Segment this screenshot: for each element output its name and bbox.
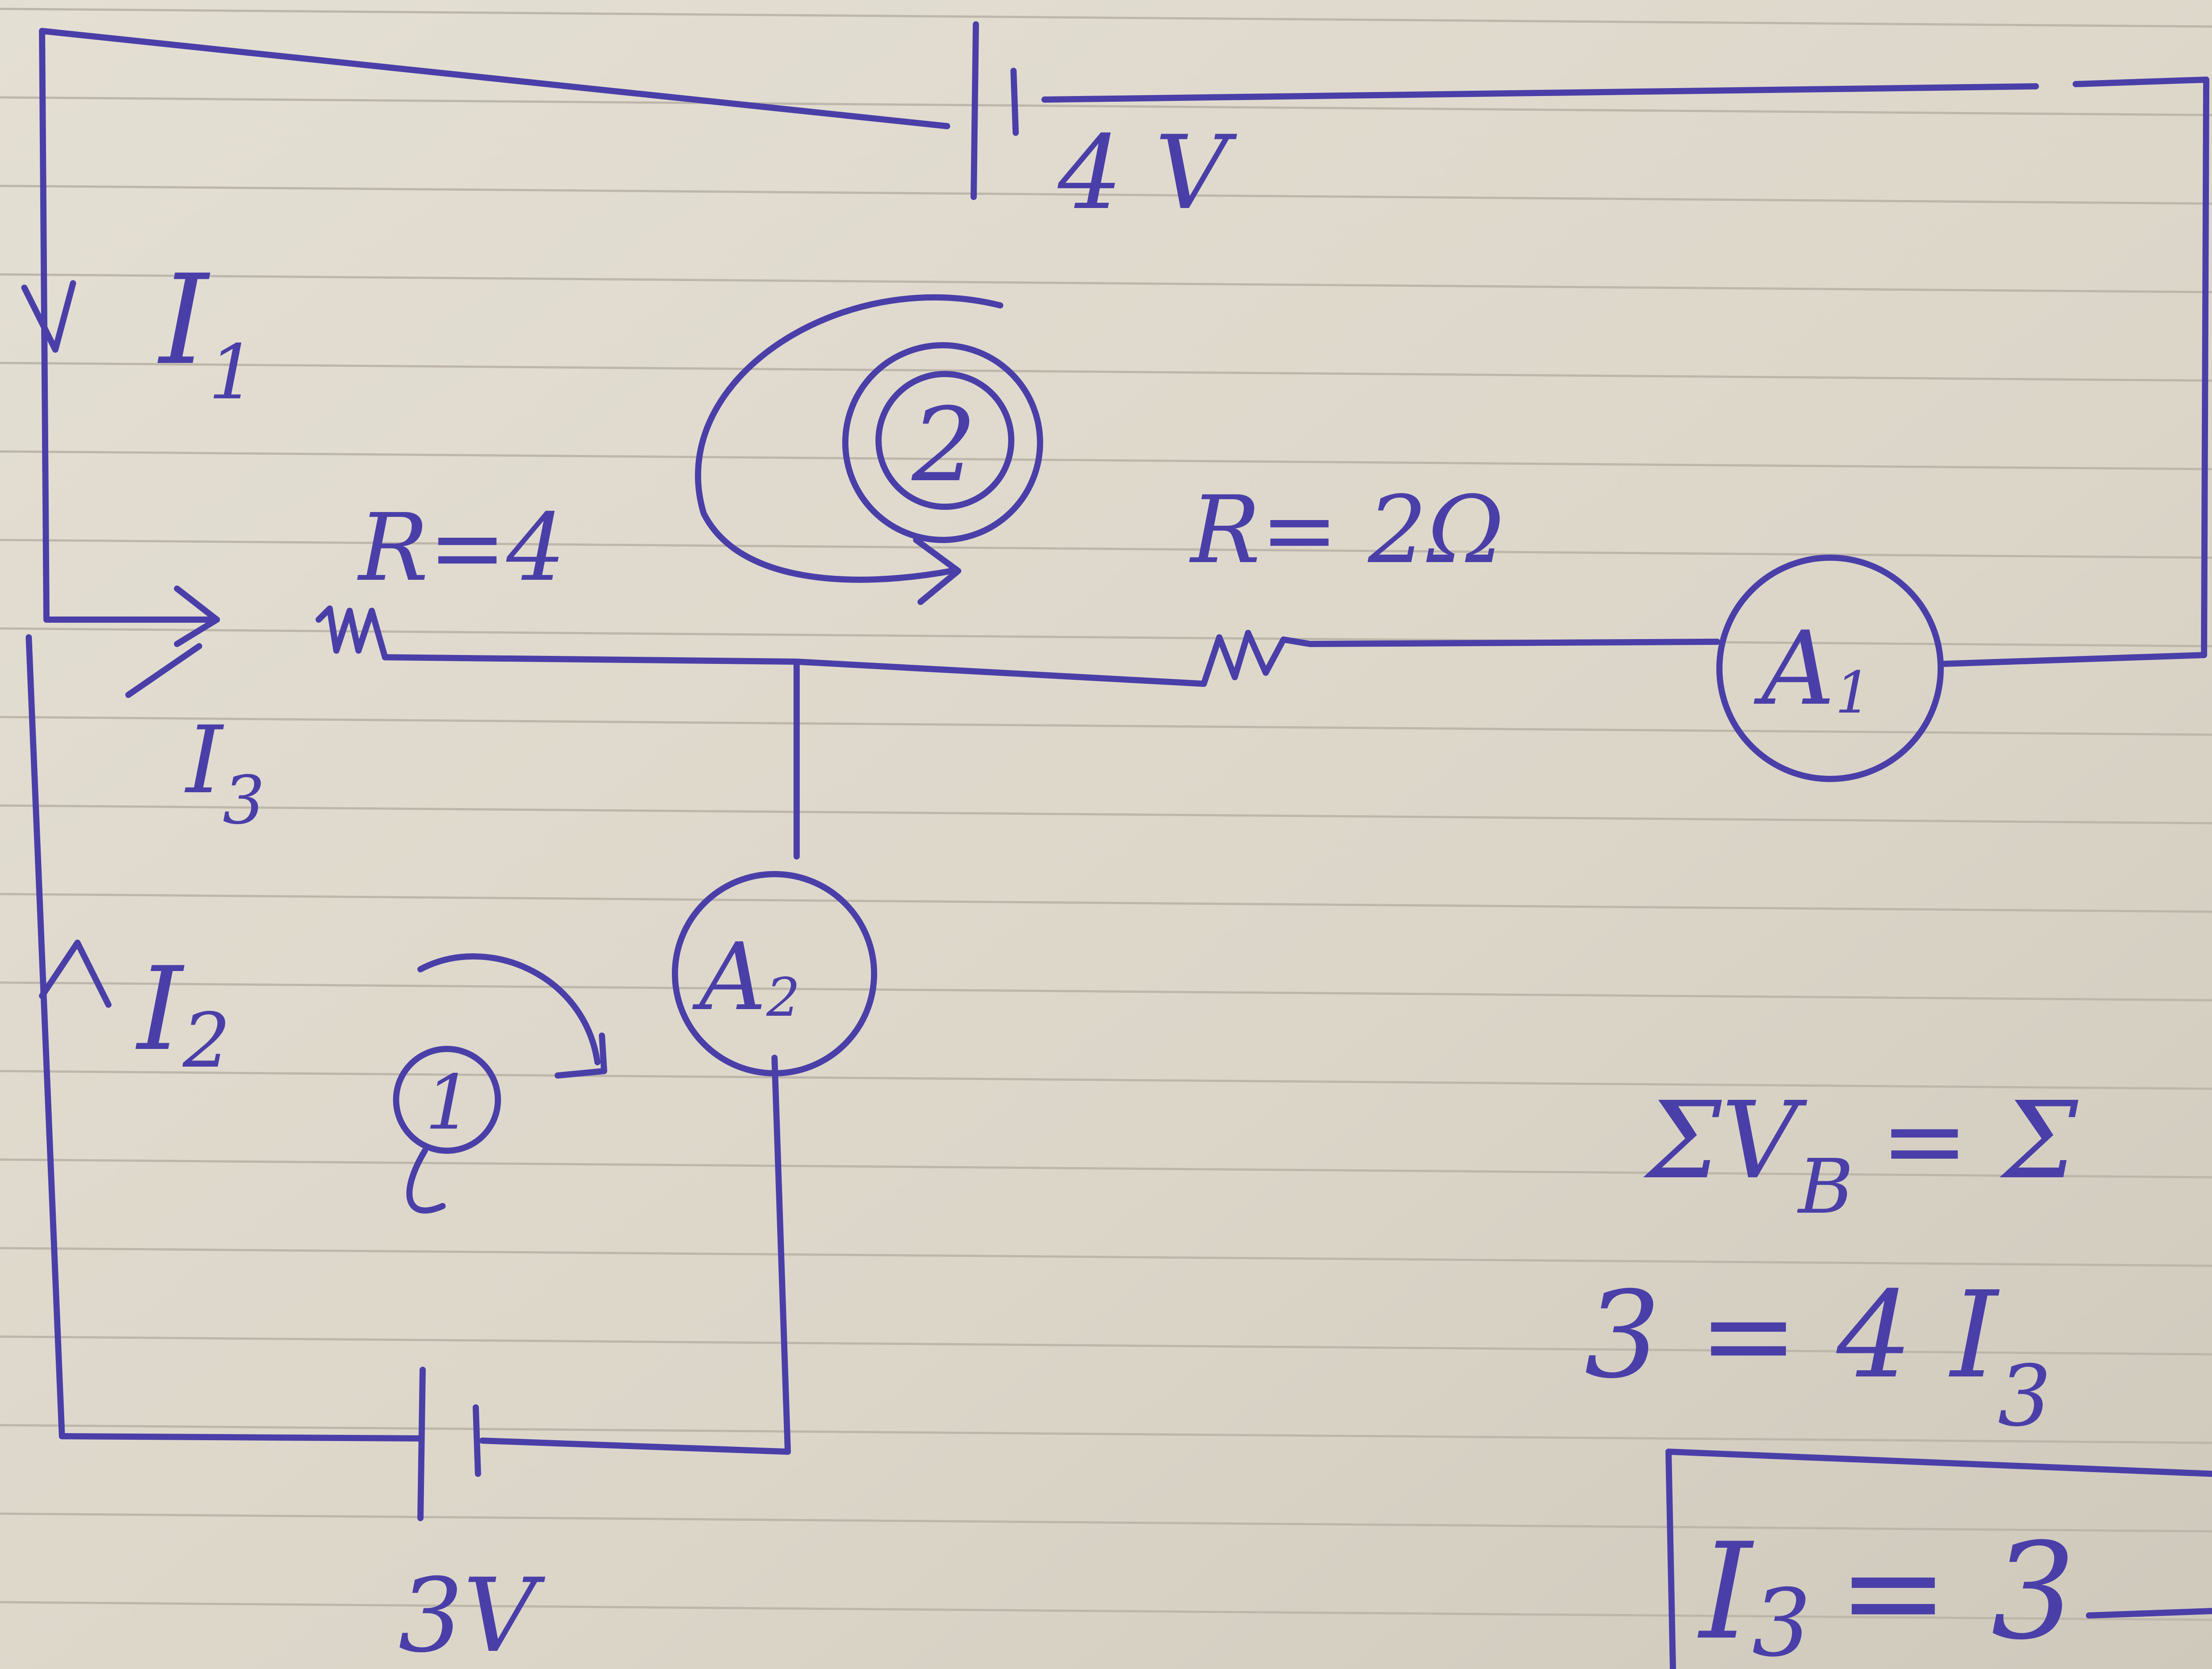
ruled-line xyxy=(0,1158,2212,1179)
resistor-left-label: R=4 xyxy=(357,493,566,602)
ruled-line xyxy=(0,8,2212,28)
ruled-line xyxy=(0,627,2212,648)
wire-top-left xyxy=(39,28,950,129)
wire-ammeter-2-down xyxy=(771,1055,791,1455)
battery-top-short-plate xyxy=(1010,68,1019,136)
wire-to-ammeter-1 xyxy=(1307,639,1720,647)
ruled-line xyxy=(0,450,2212,470)
boxed-equation: I3= 3 xyxy=(1697,1515,2075,1669)
fraction-bar xyxy=(2086,1608,2212,1619)
resistor-right-label: R= 2Ω xyxy=(1189,476,1504,584)
loop-1-circle xyxy=(393,1046,501,1154)
ruled-line xyxy=(0,1424,2212,1444)
loop-2-arrowhead xyxy=(913,537,961,605)
wire-top-right xyxy=(1041,77,2209,103)
ammeter-1-circle xyxy=(1716,555,1944,782)
ruled-line xyxy=(0,893,2212,913)
wire-middle-left xyxy=(382,654,800,665)
battery-bottom-label: 3V xyxy=(398,1557,545,1669)
current-i3-label: I3 xyxy=(184,706,265,839)
ruled-line xyxy=(0,804,2212,825)
equation-line-2: 3 = 4 I3 xyxy=(1584,1265,2051,1445)
wire-lower-left-vertical xyxy=(26,634,65,1439)
current-arrow-upper-branch xyxy=(174,586,220,647)
current-arrow-i1 xyxy=(21,280,76,353)
ruled-line xyxy=(0,1070,2212,1090)
loop-2-arrow xyxy=(695,294,1003,583)
battery-top-label: 4 V xyxy=(1057,114,1237,232)
current-arrow-i3 xyxy=(125,643,202,698)
wire-bottom-left xyxy=(59,1433,421,1442)
battery-bottom-short-plate xyxy=(473,1404,481,1477)
ammeter-1-label: A1 xyxy=(1753,610,1872,728)
ruled-lines xyxy=(0,8,2212,1621)
wire-ammeter-1-to-right xyxy=(1940,652,2207,667)
ruled-line xyxy=(0,981,2212,1002)
ruled-line xyxy=(0,185,2212,205)
ruled-line xyxy=(0,1512,2212,1533)
loop-2-circle-outer xyxy=(842,342,1043,543)
loop-1-arrow xyxy=(406,953,607,1214)
loop-2-label: 2 xyxy=(911,386,976,505)
resistor-left-zigzag xyxy=(316,605,388,660)
ruled-line xyxy=(0,96,2212,116)
ruled-line xyxy=(0,1601,2212,1621)
ruled-line xyxy=(0,1335,2212,1356)
answer-box xyxy=(1665,1449,2212,1669)
loop-1-label: 1 xyxy=(425,1059,473,1147)
battery-bottom-long-plate xyxy=(417,1367,426,1521)
equation-kvl: ΣVB= Σ xyxy=(1643,1079,2078,1231)
ammeter-2-label: A2 xyxy=(692,923,800,1031)
loop-2-circle-inner xyxy=(875,371,1014,510)
current-i1-label: I1 xyxy=(158,248,256,416)
ruled-line xyxy=(0,539,2212,559)
ruled-line xyxy=(0,273,2212,293)
current-arrow-i2 xyxy=(39,940,112,1008)
wire-bottom-right xyxy=(479,1438,791,1455)
wire-right-vertical xyxy=(2201,77,2209,658)
wire-middle-right xyxy=(794,659,1207,687)
battery-top-long-plate xyxy=(971,21,979,200)
resistor-right-zigzag xyxy=(1201,630,1313,687)
current-i2-label: I2 xyxy=(135,943,231,1085)
ammeter-2-circle xyxy=(672,871,877,1076)
ruled-line xyxy=(0,1247,2212,1267)
ruled-line xyxy=(0,716,2212,736)
ruled-line xyxy=(0,362,2212,382)
